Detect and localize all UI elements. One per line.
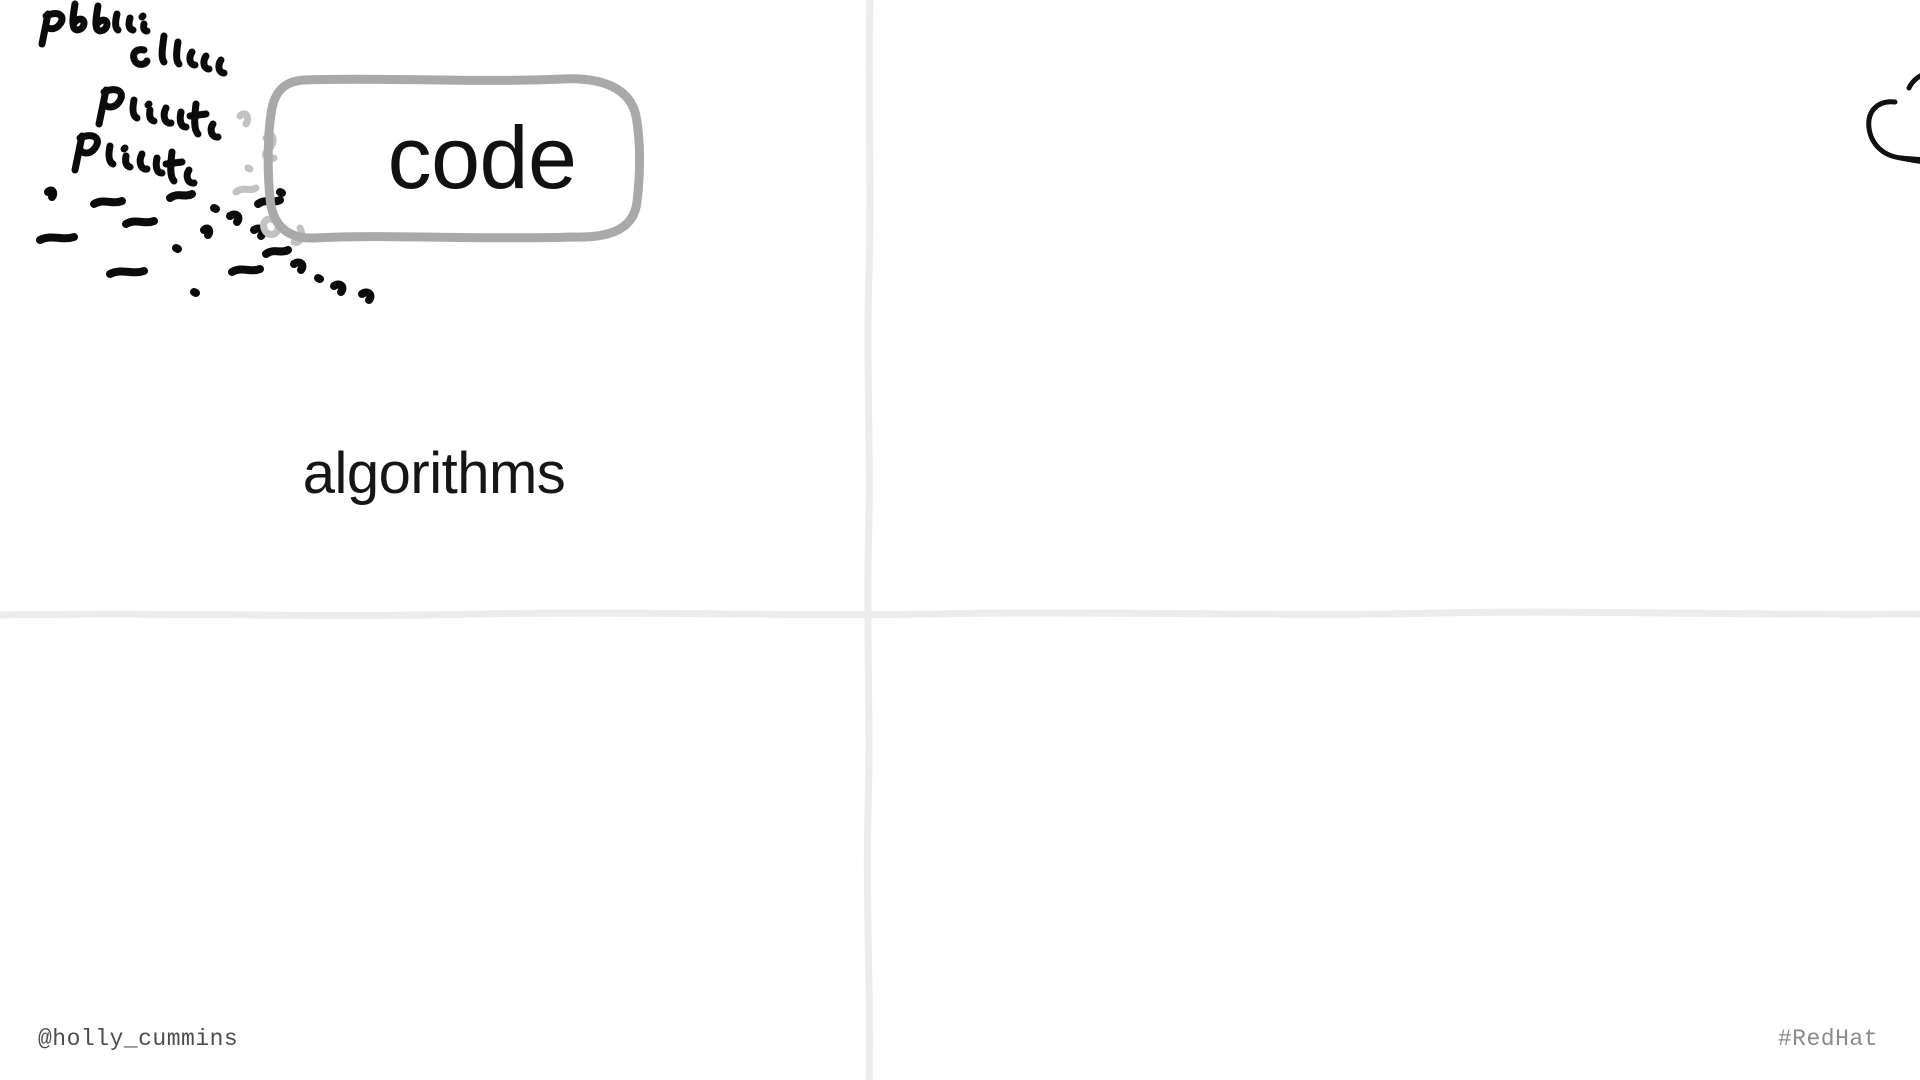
token-label-code: code bbox=[387, 108, 577, 207]
footer-hashtag: #RedHat bbox=[1777, 1026, 1878, 1052]
quadrant-stack: stack bbox=[0, 610, 868, 1020]
quadrant-divider-horizontal bbox=[0, 585, 1920, 645]
quadrant-ops: ops elasticity + provisioning bbox=[868, 0, 1920, 610]
quadrant-code: code algorithms bbox=[0, 0, 868, 610]
handwritten-code-scribble-icon bbox=[18, 0, 488, 322]
footer-twitter-handle: @holly_cummins bbox=[38, 1026, 239, 1052]
caption-algorithms: algorithms bbox=[302, 441, 566, 506]
quadrant-divider-vertical bbox=[840, 0, 900, 1080]
token-box-code[interactable]: code bbox=[262, 72, 650, 244]
cloud-icon bbox=[1853, 0, 1920, 200]
quadrant-zombies: zombies bbox=[868, 610, 1920, 1020]
